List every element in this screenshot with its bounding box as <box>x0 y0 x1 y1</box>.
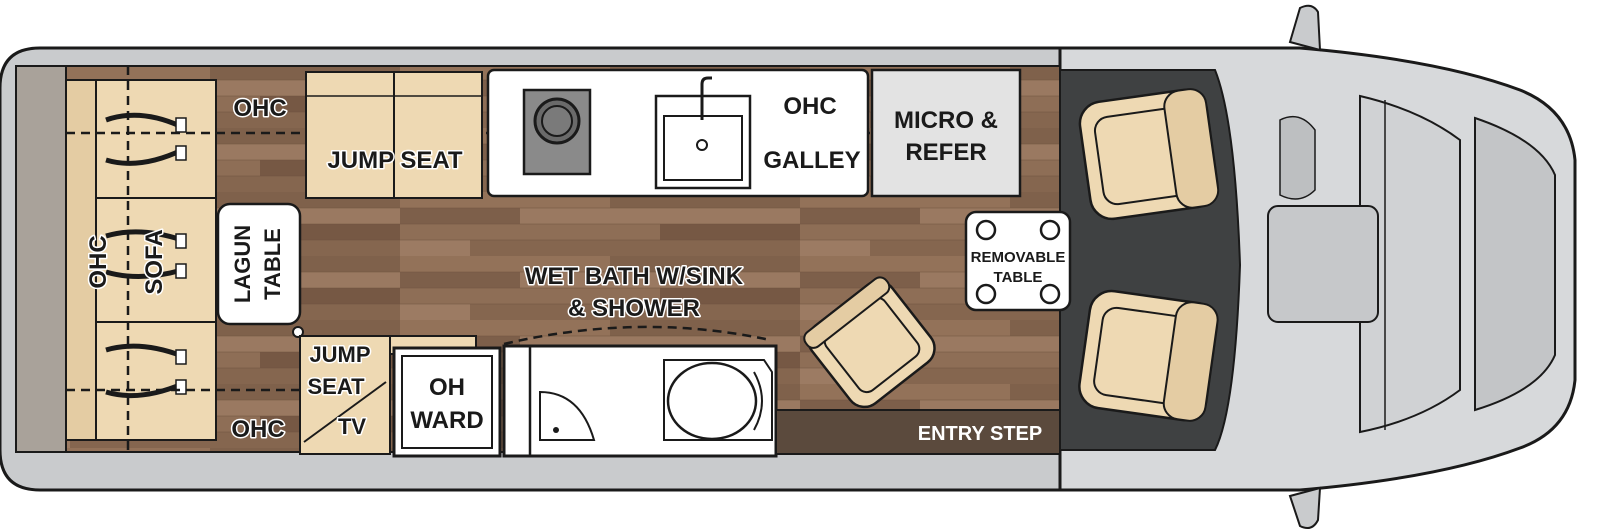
label-oh-ward-1: OH <box>429 374 465 401</box>
label-lagun-table-1: LAGUN <box>230 225 255 303</box>
label-removable-table-2: TABLE <box>994 269 1043 286</box>
passenger-seat[interactable] <box>1077 288 1220 423</box>
jump-seat-top[interactable] <box>305 71 483 199</box>
driver-seat[interactable] <box>1077 87 1220 222</box>
label-galley: GALLEY <box>763 147 860 174</box>
swivel-chair[interactable] <box>801 274 942 414</box>
label-removable-table-1: REMOVABLE <box>971 249 1066 266</box>
label-jump-seat-bottom-2: SEAT <box>307 374 365 399</box>
wet-bath[interactable] <box>502 325 778 458</box>
label-jump-seat-top: JUMP SEAT <box>327 147 462 174</box>
cooktop[interactable] <box>522 88 592 176</box>
label-wet-bath-2: & SHOWER <box>568 295 700 322</box>
label-lagun-table-2: TABLE <box>260 228 285 300</box>
label-micro-refer-2: REFER <box>905 139 986 166</box>
label-oh-ward-2: WARD <box>410 407 483 434</box>
label-ohc-rear-top: OHC <box>233 95 286 122</box>
oh-wardrobe[interactable] <box>392 346 502 458</box>
label-wet-bath-1: WET BATH W/SINK <box>525 263 744 290</box>
sofa[interactable] <box>65 79 217 441</box>
removable-table[interactable] <box>964 210 1072 312</box>
label-sofa: SOFA <box>141 229 168 294</box>
label-ohc-galley: OHC <box>783 93 836 120</box>
label-micro-refer-1: MICRO & <box>894 107 998 134</box>
galley-sink[interactable] <box>654 76 752 190</box>
label-ohc-rear-bottom: OHC <box>231 416 284 443</box>
label-ohc-rear-side: OHC <box>85 235 112 288</box>
entry-step[interactable] <box>775 409 1061 455</box>
label-entry-step: ENTRY STEP <box>918 423 1042 445</box>
label-jump-seat-bottom-1: JUMP <box>309 342 370 367</box>
lagun-table[interactable] <box>216 202 304 338</box>
micro-refer[interactable] <box>870 68 1022 198</box>
label-tv: TV <box>338 414 366 439</box>
